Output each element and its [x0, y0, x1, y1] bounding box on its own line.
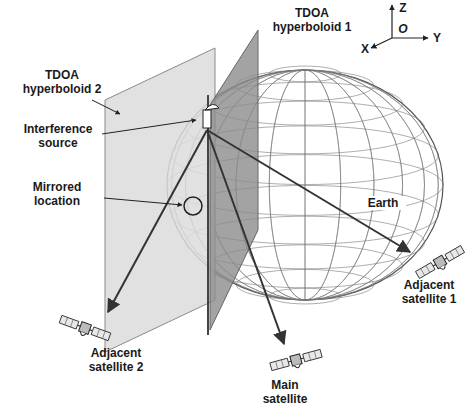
- solar-panel: [270, 358, 289, 370]
- axis-label: Y: [430, 31, 444, 45]
- satellite-antenna: [79, 332, 86, 337]
- callout-label: Earth: [360, 196, 406, 210]
- callout-label: Main satellite: [250, 378, 320, 406]
- satellite-boom: [90, 330, 93, 331]
- panel-grid: [455, 249, 459, 256]
- signal-arrow: [207, 130, 410, 252]
- leader-line: [104, 198, 182, 205]
- earth-meridian: [269, 70, 340, 300]
- satellites: [58, 245, 467, 375]
- satellite-antenna: [294, 364, 301, 368]
- callout-label: TDOA hyperboloid 1: [262, 6, 362, 34]
- solar-panel: [303, 349, 322, 361]
- earth-meridian: [269, 70, 340, 300]
- axis-label: Z: [396, 1, 410, 15]
- axis-label: X: [358, 42, 372, 56]
- panel-grid: [97, 329, 100, 337]
- satellite-icon: [415, 245, 467, 282]
- solar-panel: [59, 315, 79, 329]
- axis-label: O: [396, 22, 410, 36]
- hyperboloid-plane: [210, 30, 258, 330]
- leader-line: [102, 120, 196, 134]
- signal-arrows: [108, 130, 410, 344]
- panel-grid: [421, 269, 425, 276]
- satellite-boom: [433, 265, 436, 267]
- source-body: [203, 110, 211, 128]
- callout-label: Adjacent satellite 2: [72, 346, 160, 374]
- source-dish: [205, 104, 219, 110]
- axis-line: [371, 38, 392, 48]
- signal-arrow: [207, 130, 284, 344]
- satellite-antenna: [440, 265, 447, 271]
- solar-panel: [415, 263, 435, 279]
- hyperboloid-plane: [105, 48, 215, 352]
- panel-grid: [281, 360, 283, 368]
- satellite-boom: [444, 258, 447, 260]
- panel-grid: [70, 319, 73, 327]
- signal-arrow: [108, 130, 207, 312]
- panel-grid: [314, 351, 316, 359]
- satellite-icon: [58, 314, 111, 344]
- callout-label: Mirrored location: [12, 180, 102, 208]
- panel-grid: [308, 353, 310, 361]
- panel-grid: [426, 266, 430, 273]
- solar-panel: [445, 246, 465, 262]
- mirrored-location-circle: [184, 197, 202, 215]
- panel-grid: [450, 252, 454, 259]
- axis-line: [391, 5, 392, 38]
- satellite-icon: [270, 348, 324, 374]
- callout-label: Interference source: [8, 122, 108, 150]
- leader-line: [92, 100, 120, 114]
- callout-label: TDOA hyperboloid 2: [12, 68, 112, 96]
- leader-lines: [92, 100, 196, 205]
- axis-line: [392, 37, 428, 38]
- panel-grid: [65, 317, 68, 325]
- solar-panel: [91, 327, 111, 341]
- earth-meridian: [305, 70, 306, 300]
- panel-grid: [276, 361, 278, 369]
- panel-grid: [102, 331, 105, 339]
- satellite-boom: [77, 325, 80, 326]
- callout-label: Adjacent satellite 1: [386, 278, 472, 306]
- interference-source-icon: [203, 104, 219, 128]
